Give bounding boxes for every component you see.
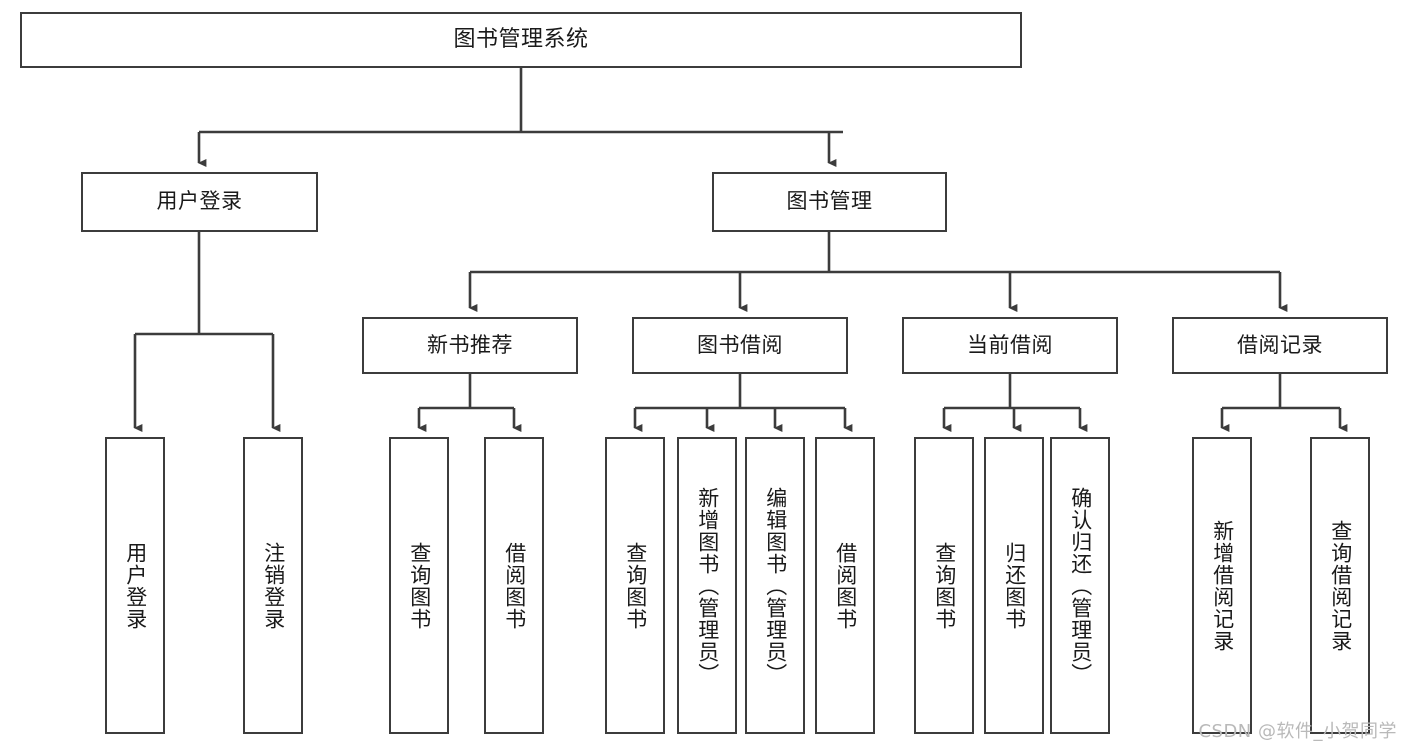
leaf-query-book-current[interactable]: 查询图书 <box>914 437 974 734</box>
leaf-logout[interactable]: 注销登录 <box>243 437 303 734</box>
node-user-login[interactable]: 用户登录 <box>81 172 318 232</box>
node-book-management[interactable]: 图书管理 <box>712 172 947 232</box>
node-new-book-recommend[interactable]: 新书推荐 <box>362 317 578 374</box>
leaf-borrow-book-recommend[interactable]: 借阅图书 <box>484 437 544 734</box>
node-book-borrow[interactable]: 图书借阅 <box>632 317 848 374</box>
node-current-borrow[interactable]: 当前借阅 <box>902 317 1118 374</box>
leaf-add-borrow-record[interactable]: 新增借阅记录 <box>1192 437 1252 734</box>
leaf-query-book-recommend[interactable]: 查询图书 <box>389 437 449 734</box>
leaf-query-borrow-record[interactable]: 查询借阅记录 <box>1310 437 1370 734</box>
node-borrow-record[interactable]: 借阅记录 <box>1172 317 1388 374</box>
leaf-add-book-admin[interactable]: 新增图书（管理员） <box>677 437 737 734</box>
leaf-user-login[interactable]: 用户登录 <box>105 437 165 734</box>
node-root-system[interactable]: 图书管理系统 <box>20 12 1022 68</box>
leaf-return-book[interactable]: 归还图书 <box>984 437 1044 734</box>
leaf-query-book-borrow[interactable]: 查询图书 <box>605 437 665 734</box>
leaf-confirm-return-admin[interactable]: 确认归还（管理员） <box>1050 437 1110 734</box>
csdn-watermark: CSDN @软件_小贺同学 <box>1198 721 1397 742</box>
leaf-borrow-book[interactable]: 借阅图书 <box>815 437 875 734</box>
leaf-edit-book-admin[interactable]: 编辑图书（管理员） <box>745 437 805 734</box>
